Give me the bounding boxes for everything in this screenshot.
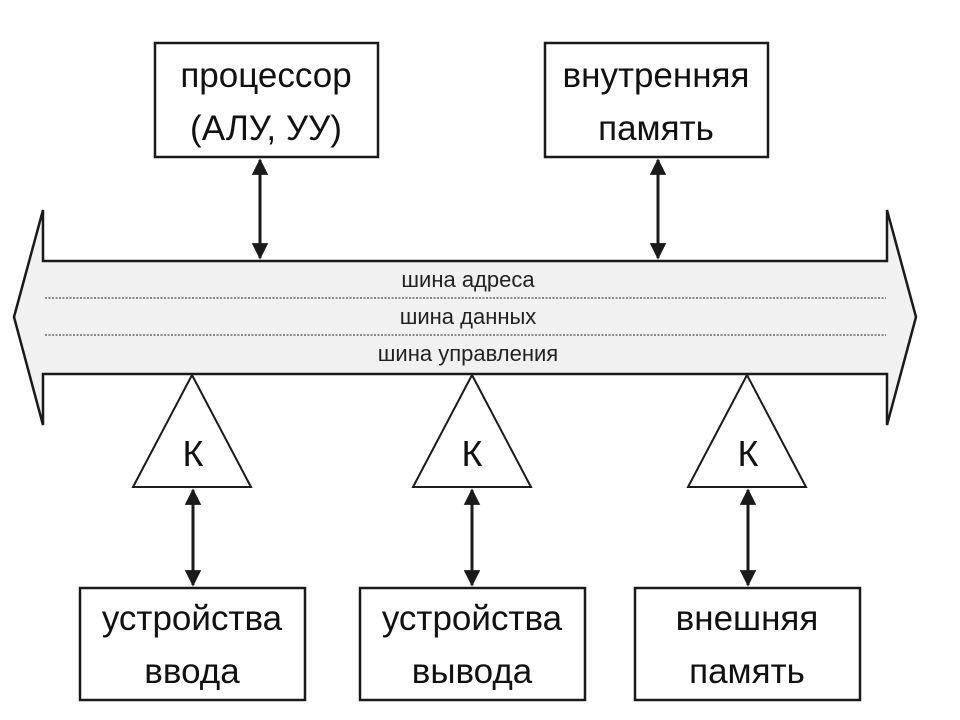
controller-external-memory: К bbox=[686, 372, 808, 488]
external-memory-label-line1: внешняя bbox=[676, 599, 819, 638]
internal-memory-node: внутренняя память bbox=[543, 41, 770, 159]
controller-triangle bbox=[131, 372, 253, 488]
controller-label: К bbox=[183, 433, 204, 474]
processor-label-line2: (АЛУ, УУ) bbox=[190, 109, 342, 148]
controller-input: К bbox=[131, 372, 253, 488]
external-memory-box bbox=[633, 586, 862, 702]
data-bus-label: шина данных bbox=[400, 304, 537, 329]
controller-output: К bbox=[411, 372, 533, 488]
external-memory-label-line2: память bbox=[689, 652, 805, 691]
input-devices-node: устройства ввода bbox=[78, 586, 307, 702]
controller-label: К bbox=[462, 433, 483, 474]
input-devices-box bbox=[78, 586, 307, 702]
output-devices-label-line2: вывода bbox=[412, 652, 533, 691]
internal-memory-label-line2: память bbox=[598, 109, 714, 148]
external-memory-node: внешняя память bbox=[633, 586, 862, 702]
controller-label: К bbox=[738, 433, 759, 474]
processor-node: процессор (АЛУ, УУ) bbox=[153, 41, 380, 159]
system-bus: шина адреса шина данных шина управления bbox=[12, 209, 918, 426]
input-devices-label-line2: ввода bbox=[144, 652, 240, 691]
processor-label-line1: процессор bbox=[180, 56, 351, 95]
processor-box bbox=[153, 41, 380, 159]
output-devices-node: устройства вывода bbox=[358, 586, 587, 702]
controller-triangle bbox=[411, 372, 533, 488]
bus-arrow-shape bbox=[12, 209, 918, 426]
controller-triangle bbox=[686, 372, 808, 488]
input-devices-label-line1: устройства bbox=[102, 599, 283, 638]
output-devices-box bbox=[358, 586, 587, 702]
internal-memory-box bbox=[543, 41, 770, 159]
output-devices-label-line1: устройства bbox=[382, 599, 563, 638]
address-bus-label: шина адреса bbox=[401, 267, 535, 292]
control-bus-label: шина управления bbox=[378, 341, 558, 366]
internal-memory-label-line1: внутренняя bbox=[563, 56, 750, 95]
